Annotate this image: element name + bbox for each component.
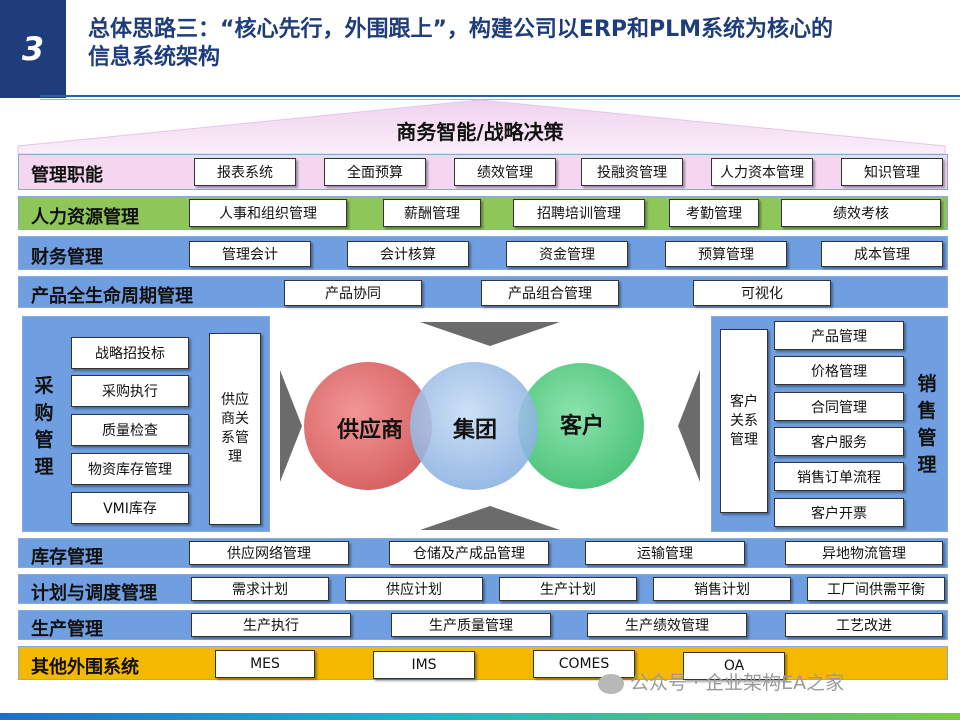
venn-circle-customer	[518, 363, 644, 489]
box-crm[interactable]: 客户关系管理	[720, 329, 768, 513]
row-plm: 产品全生命周期管理 产品协同 产品组合管理 可视化	[18, 276, 948, 308]
box-material-inventory[interactable]: 物资库存管理	[71, 453, 189, 485]
section-number-badge: 3	[0, 0, 66, 98]
box-budget[interactable]: 全面预算	[324, 158, 426, 186]
box-accounting[interactable]: 会计核算	[347, 241, 469, 267]
box-appraisal[interactable]: 绩效考核	[781, 199, 941, 227]
box-production-quality[interactable]: 生产质量管理	[391, 613, 551, 637]
box-srm[interactable]: 供应商关系管理	[209, 333, 261, 525]
row-planning: 计划与调度管理 需求计划 供应计划 生产计划 销售计划 工厂间供需平衡	[18, 574, 948, 604]
box-recruit-training[interactable]: 招聘培训管理	[513, 199, 645, 227]
venn-circle-group	[410, 362, 538, 490]
page-title: 总体思路三：“核心先行，外围跟上”，构建公司以ERP和PLM系统为核心的 信息系…	[88, 16, 948, 72]
title-divider-thin	[40, 99, 960, 100]
title-divider	[40, 95, 960, 97]
box-remote-logistics[interactable]: 异地物流管理	[785, 541, 943, 565]
box-report-system[interactable]: 报表系统	[194, 158, 296, 186]
box-comes[interactable]: COMES	[533, 650, 635, 678]
box-product-mgmt[interactable]: 产品管理	[774, 321, 904, 350]
box-product-collab[interactable]: 产品协同	[284, 280, 422, 306]
venn-label-group: 集团	[452, 418, 497, 443]
box-cost[interactable]: 成本管理	[821, 241, 943, 267]
row-label-inventory: 库存管理	[31, 547, 103, 568]
procurement-label-text: 采购管理	[34, 375, 54, 478]
box-attendance[interactable]: 考勤管理	[669, 199, 759, 227]
crm-text: 客户关系管理	[730, 393, 758, 448]
row-label-management: 管理职能	[31, 165, 103, 186]
page-title-line2: 信息系统架构	[88, 45, 221, 70]
row-production: 生产管理 生产执行 生产质量管理 生产绩效管理 工艺改进	[18, 610, 948, 640]
row-hr: 人力资源管理 人事和组织管理 薪酬管理 招聘培训管理 考勤管理 绩效考核	[18, 196, 948, 230]
venn-diagram	[280, 322, 700, 530]
arrow-bottom-icon	[420, 506, 560, 530]
row-inventory: 库存管理 供应网络管理 仓储及产成品管理 运输管理 异地物流管理	[18, 538, 948, 568]
box-production-exec[interactable]: 生产执行	[191, 613, 351, 637]
box-warehousing[interactable]: 仓储及产成品管理	[389, 541, 549, 565]
box-mes[interactable]: MES	[215, 650, 315, 678]
row-finance: 财务管理 管理会计 会计核算 资金管理 预算管理 成本管理	[18, 236, 948, 270]
box-personnel-org[interactable]: 人事和组织管理	[189, 199, 347, 227]
arrow-top-icon	[420, 322, 560, 346]
box-transport[interactable]: 运输管理	[585, 541, 745, 565]
box-supply-plan[interactable]: 供应计划	[345, 577, 483, 601]
box-supply-network[interactable]: 供应网络管理	[189, 541, 349, 565]
box-budget-mgmt[interactable]: 预算管理	[665, 241, 787, 267]
wechat-icon	[598, 673, 624, 694]
box-process-improve[interactable]: 工艺改进	[785, 613, 943, 637]
srm-text: 供应商关系管理	[221, 392, 249, 465]
row-label-planning: 计划与调度管理	[31, 583, 157, 604]
venn-circle-supplier	[304, 362, 432, 490]
box-contract-mgmt[interactable]: 合同管理	[774, 392, 904, 421]
box-oa[interactable]: OA	[683, 652, 785, 680]
roof-label: 商务智能/战略决策	[396, 120, 564, 144]
row-label-finance: 财务管理	[31, 247, 103, 268]
box-mgmt-accounting[interactable]: 管理会计	[189, 241, 311, 267]
box-demand-plan[interactable]: 需求计划	[191, 577, 329, 601]
procurement-label: 采购管理	[29, 373, 59, 481]
row-other-systems: 其他外围系统 MES IMS COMES OA	[18, 646, 948, 680]
box-investment[interactable]: 投融资管理	[581, 158, 683, 186]
row-label-other: 其他外围系统	[31, 657, 139, 678]
box-purchase-exec[interactable]: 采购执行	[71, 375, 189, 407]
box-production-perf[interactable]: 生产绩效管理	[587, 613, 747, 637]
row-label-hr: 人力资源管理	[31, 207, 139, 228]
watermark: 公众号 · 企业架构EA之家	[598, 668, 938, 695]
sales-panel: 客户关系管理 产品管理 价格管理 合同管理 客户服务 销售订单流程 客户开票 销…	[711, 316, 948, 532]
venn-label-customer: 客户	[559, 414, 604, 439]
box-product-portfolio[interactable]: 产品组合管理	[481, 280, 619, 306]
row-label-plm: 产品全生命周期管理	[31, 286, 193, 307]
box-ims[interactable]: IMS	[373, 651, 475, 679]
row-label-production: 生产管理	[31, 619, 103, 640]
sales-label: 销售管理	[912, 371, 942, 479]
box-price-mgmt[interactable]: 价格管理	[774, 356, 904, 385]
page-title-line1: 总体思路三：“核心先行，外围跟上”，构建公司以ERP和PLM系统为核心的	[88, 17, 834, 42]
procurement-panel: 采购管理 战略招投标 采购执行 质量检查 物资库存管理 VMI库存 供应商关系管…	[22, 316, 270, 532]
box-factory-balance[interactable]: 工厂间供需平衡	[807, 577, 945, 601]
box-visualization[interactable]: 可视化	[693, 280, 831, 306]
box-sales-plan[interactable]: 销售计划	[653, 577, 791, 601]
box-sales-order[interactable]: 销售订单流程	[774, 462, 904, 491]
box-performance[interactable]: 绩效管理	[454, 158, 556, 186]
box-production-plan[interactable]: 生产计划	[499, 577, 637, 601]
box-fund[interactable]: 资金管理	[506, 241, 628, 267]
box-vmi[interactable]: VMI库存	[71, 492, 189, 524]
bottom-accent-bar	[0, 713, 960, 720]
venn-label-supplier: 供应商	[336, 418, 403, 443]
box-salary[interactable]: 薪酬管理	[383, 199, 481, 227]
arrow-left-icon	[280, 370, 302, 482]
watermark-text: 公众号 · 企业架构EA之家	[630, 672, 845, 694]
row-management-functions: 管理职能 报表系统 全面预算 绩效管理 投融资管理 人力资本管理 知识管理	[18, 154, 948, 190]
sales-label-text: 销售管理	[917, 373, 937, 476]
box-knowledge[interactable]: 知识管理	[841, 158, 943, 186]
arrow-right-icon	[678, 370, 700, 482]
box-strategic-tender[interactable]: 战略招投标	[71, 337, 189, 369]
box-customer-service[interactable]: 客户服务	[774, 427, 904, 456]
box-quality-check[interactable]: 质量检查	[71, 414, 189, 446]
box-invoicing[interactable]: 客户开票	[774, 498, 904, 527]
box-human-capital[interactable]: 人力资本管理	[711, 158, 813, 186]
